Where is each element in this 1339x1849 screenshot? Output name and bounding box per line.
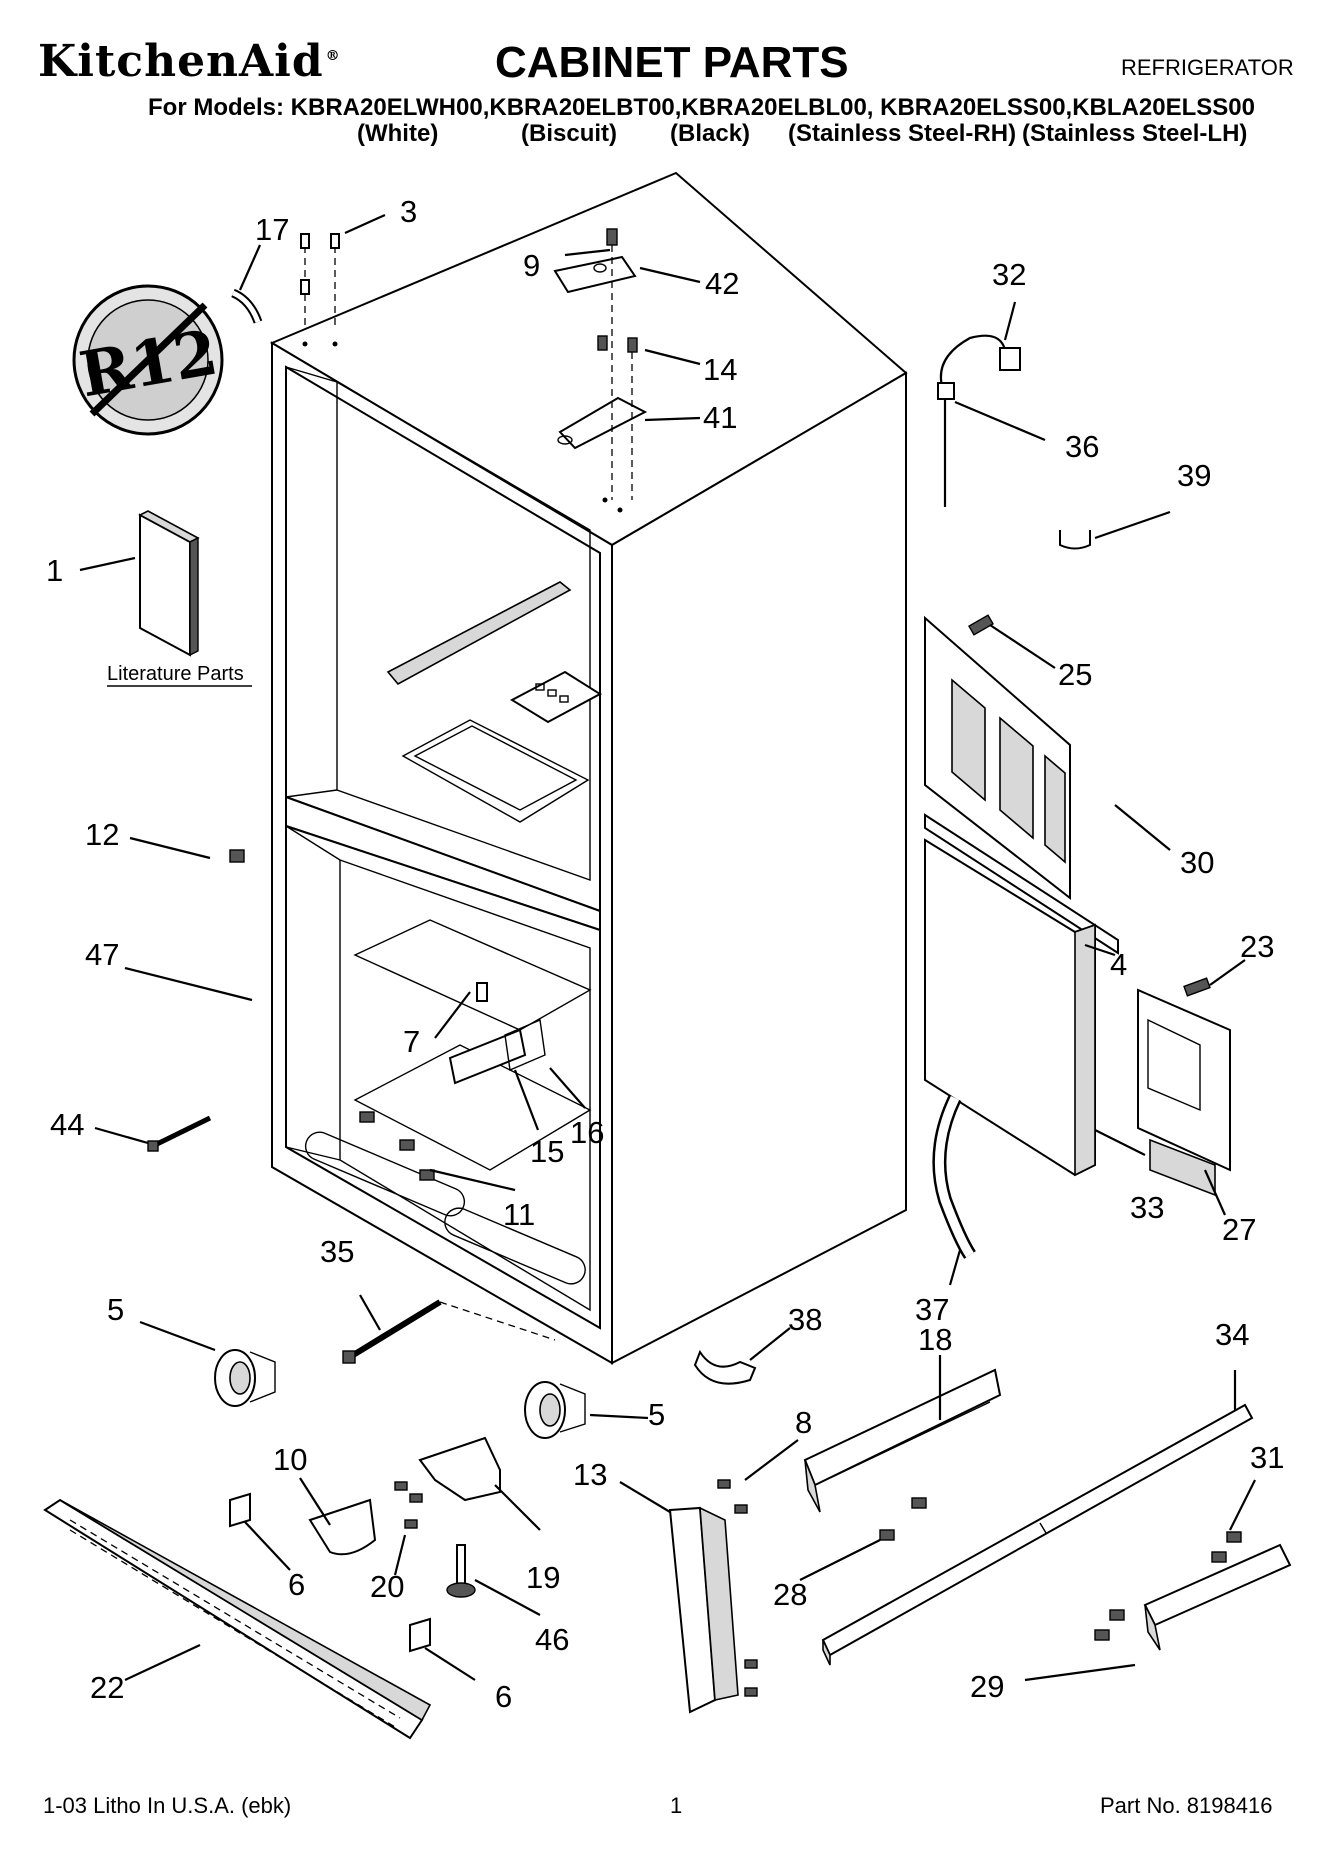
literature-label: Literature Parts (107, 663, 244, 685)
brand-registered-mark: ® (325, 48, 341, 65)
callout-42: 42 (705, 266, 739, 301)
finish-label: (Stainless Steel-RH) (788, 120, 1017, 147)
callout-41: 41 (703, 400, 737, 435)
exploded-parts-diagram: R12 Literature Parts (43, 171, 1292, 1740)
callout-11: 11 (503, 1197, 535, 1232)
callout-6b: 6 (495, 1679, 512, 1714)
callout-32: 32 (992, 257, 1026, 292)
brand-name: KitchenAid (38, 36, 324, 87)
callout-25: 25 (1058, 657, 1092, 692)
footer-page-number: 1 (670, 1793, 683, 1818)
callout-16: 16 (570, 1115, 604, 1150)
leader-lines (79, 213, 1256, 1682)
callout-39: 39 (1177, 458, 1211, 493)
finish-label: (Biscuit) (521, 120, 617, 147)
footer-litho: 1-03 Litho In U.S.A. (ebk) (43, 1793, 292, 1818)
callout-5: 5 (107, 1292, 124, 1327)
footer-part-number: Part No. 8198416 (1100, 1793, 1273, 1818)
callout-47: 47 (85, 937, 119, 972)
callout-14: 14 (703, 352, 737, 387)
callout-6: 6 (288, 1567, 305, 1602)
page-title: CABINET PARTS (495, 38, 849, 87)
callout-15: 15 (530, 1134, 564, 1169)
callout-13: 13 (573, 1457, 607, 1492)
callout-29: 29 (970, 1669, 1004, 1704)
callout-1: 1 (46, 553, 63, 588)
callout-27: 27 (1222, 1212, 1256, 1247)
freezer-hardware (147, 849, 556, 1364)
finish-label: (Stainless Steel-LH) (1022, 120, 1248, 147)
callout-8: 8 (795, 1405, 812, 1440)
vent-louvers (951, 678, 1066, 864)
finish-label: (Black) (670, 120, 751, 147)
brand-logo: KitchenAid® (38, 36, 341, 87)
callout-12: 12 (85, 817, 119, 852)
lower-parts (43, 1349, 1292, 1740)
callout-37: 37 (915, 1292, 949, 1327)
models-line: For Models: KBRA20ELWH00,KBRA20ELBT00,KB… (148, 94, 1255, 121)
callout-20: 20 (370, 1569, 404, 1604)
callout-34: 34 (1215, 1317, 1249, 1352)
no-r12-badge-icon: R12 (72, 284, 224, 436)
callout-38: 38 (788, 1302, 822, 1337)
callout-5b: 5 (648, 1397, 665, 1432)
callout-46: 46 (535, 1622, 569, 1657)
finish-label: (White) (357, 120, 439, 147)
callout-36: 36 (1065, 429, 1099, 464)
top-hardware (231, 228, 648, 500)
product-type: REFRIGERATOR (1121, 55, 1294, 80)
callout-31: 31 (1250, 1440, 1284, 1475)
callout-18: 18 (918, 1322, 952, 1357)
callout-23: 23 (1240, 929, 1274, 964)
callout-3: 3 (400, 194, 417, 229)
callout-10: 10 (273, 1442, 307, 1477)
callout-4: 4 (1110, 947, 1127, 982)
callout-35: 35 (320, 1234, 354, 1269)
callout-28: 28 (773, 1577, 807, 1612)
callout-44: 44 (50, 1107, 84, 1142)
callout-numbers: 1 3 4 5 5 6 6 7 8 9 10 11 12 13 14 15 16… (46, 194, 1284, 1714)
right-side-parts (693, 334, 1231, 1385)
callout-19: 19 (526, 1560, 560, 1595)
callout-33: 33 (1130, 1190, 1164, 1225)
literature-parts: Literature Parts (107, 510, 252, 687)
callout-9: 9 (523, 248, 540, 283)
callout-17: 17 (255, 212, 289, 247)
refrigerator-cabinet (269, 171, 908, 1365)
callout-22: 22 (90, 1670, 124, 1705)
callout-7: 7 (403, 1024, 420, 1059)
callout-30: 30 (1180, 845, 1214, 880)
